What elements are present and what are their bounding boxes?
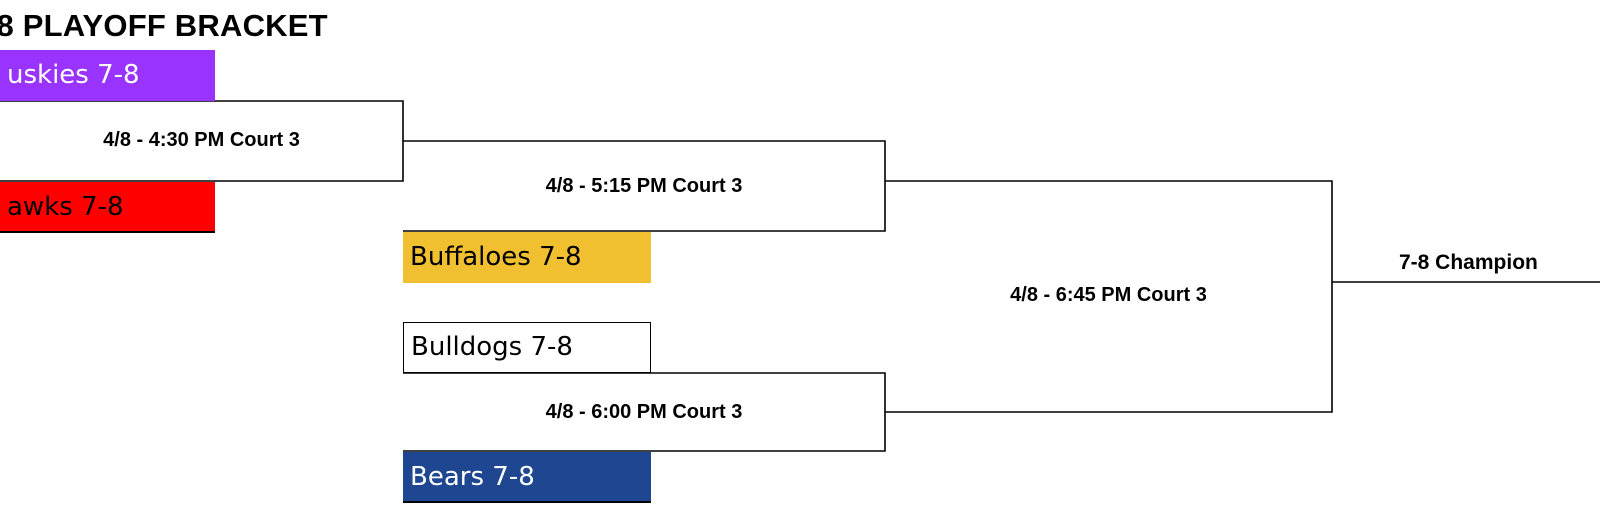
team-slot-huskies: uskies 7-8 <box>0 50 215 101</box>
champion-label: 7-8 Champion <box>1399 251 1538 274</box>
team-slot-bears: Bears 7-8 <box>403 452 651 503</box>
team-slot-hawks: awks 7-8 <box>0 182 215 233</box>
bracket-title: -8 PLAYOFF BRACKET <box>0 8 328 43</box>
game-label-3: 4/8 - 6:00 PM Court 3 <box>545 401 743 423</box>
team-slot-bulldogs: Bulldogs 7-8 <box>403 322 651 373</box>
team-slot-buffaloes: Buffaloes 7-8 <box>403 232 651 283</box>
game-label-4: 4/8 - 6:45 PM Court 3 <box>1010 284 1207 306</box>
game-label-1: 4/8 - 4:30 PM Court 3 <box>103 129 300 151</box>
bracket-line-game-2 <box>403 140 886 232</box>
bracket-line-final <box>885 180 1333 413</box>
game-label-2: 4/8 - 5:15 PM Court 3 <box>545 175 743 197</box>
